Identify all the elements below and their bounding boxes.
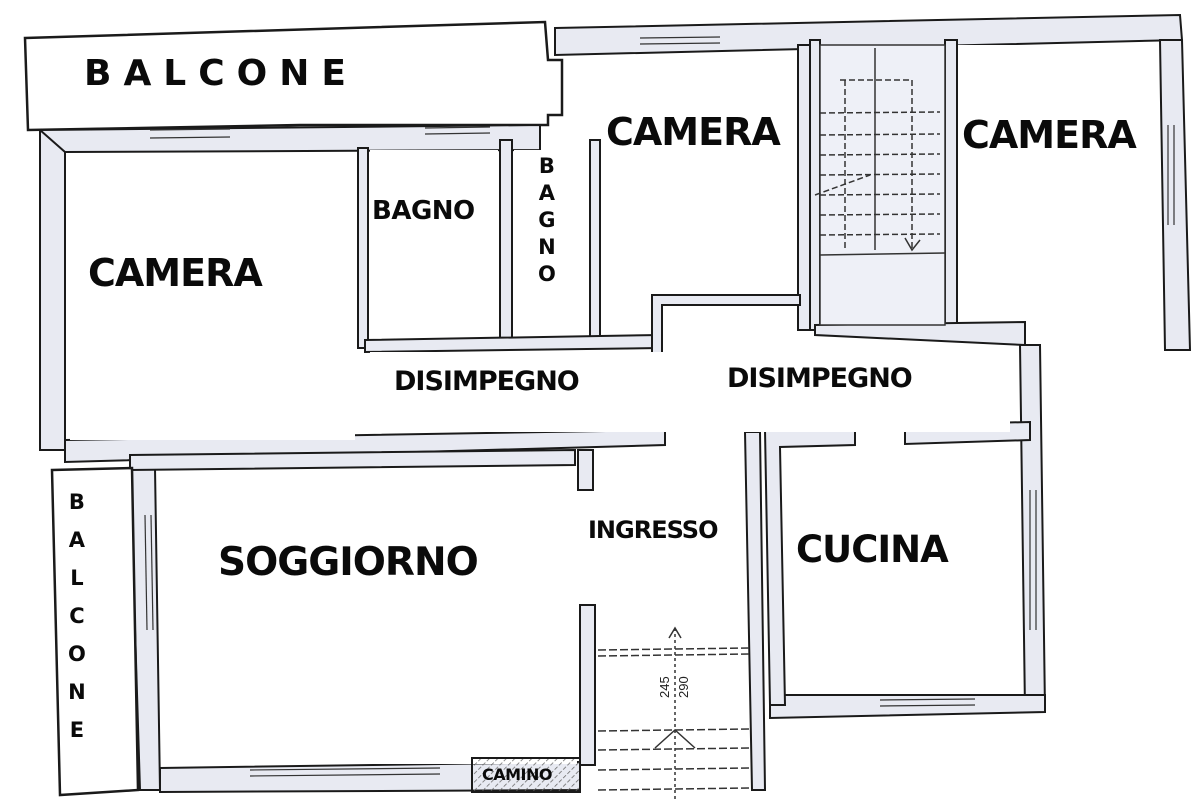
label-ingresso: INGRESSO bbox=[588, 516, 718, 544]
label-bagno-2-letter: A bbox=[538, 181, 556, 205]
dimension-245: 245 bbox=[657, 676, 672, 698]
label-disimpegno-left: DISIMPEGNO bbox=[394, 366, 580, 397]
label-balcone-left-letter: E bbox=[69, 718, 85, 742]
windows bbox=[144, 36, 1175, 777]
label-balcone-left-letter: A bbox=[68, 528, 86, 552]
staircase bbox=[814, 44, 946, 326]
label-bagno-1: BAGNO bbox=[372, 196, 475, 226]
room-floors bbox=[45, 45, 1158, 792]
label-balcone-left-letter: L bbox=[70, 566, 84, 590]
label-cucina: CUCINA bbox=[796, 528, 949, 571]
camino-hatch bbox=[471, 757, 581, 793]
label-balcone-left-letter: B bbox=[68, 490, 85, 514]
label-soggiorno: SOGGIORNO bbox=[218, 540, 479, 585]
label-balcone-left: B A L C O N E bbox=[68, 492, 86, 741]
label-disimpegno-right: DISIMPEGNO bbox=[727, 363, 913, 394]
label-bagno-2-letter: B bbox=[538, 154, 555, 178]
entrance-stairs bbox=[597, 626, 751, 800]
label-bagno-2-letter: G bbox=[538, 208, 556, 232]
label-camera-right: CAMERA bbox=[962, 113, 1137, 157]
balcone-left-area bbox=[50, 466, 140, 797]
interior-walls bbox=[64, 39, 1031, 791]
label-bagno-2: B A G N O bbox=[538, 156, 556, 285]
label-balcone-left-letter: C bbox=[69, 604, 85, 628]
label-bagno-2-letter: N bbox=[538, 235, 556, 259]
label-balcone-top: BALCONE bbox=[84, 53, 358, 94]
label-bagno-2-letter: O bbox=[538, 262, 556, 286]
label-balcone-left-letter: O bbox=[68, 642, 86, 666]
label-camera-left: CAMERA bbox=[88, 251, 263, 295]
label-camino: CAMINO bbox=[482, 765, 553, 784]
label-camera-center: CAMERA bbox=[606, 110, 781, 154]
label-balcone-left-letter: N bbox=[68, 680, 86, 704]
dimension-290: 290 bbox=[676, 676, 691, 698]
